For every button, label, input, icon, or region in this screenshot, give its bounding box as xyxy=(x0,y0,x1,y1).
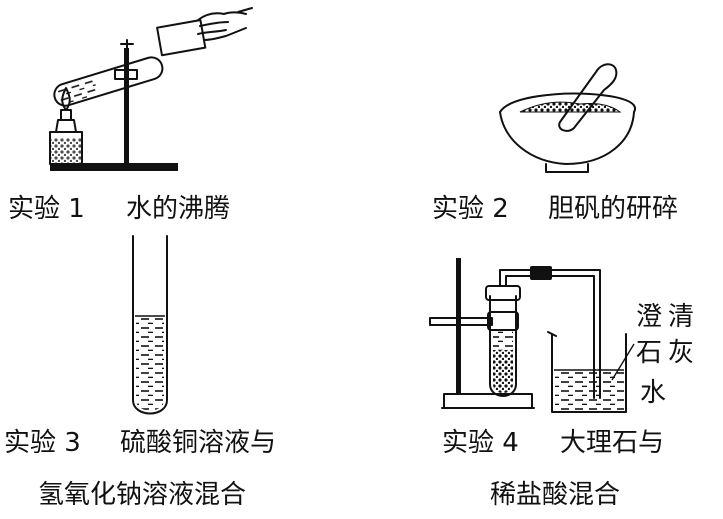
experiment-1-apparatus xyxy=(49,7,253,171)
beaker-label-char: 澄 xyxy=(636,302,663,332)
beaker-label-char: 石 xyxy=(636,338,663,368)
experiment-4-apparatus xyxy=(429,258,635,413)
experiment-4-name-line2: 稀盐酸混合 xyxy=(490,480,621,510)
beaker-label-char: 灰 xyxy=(668,338,695,368)
experiment-4-name: 大理石与 xyxy=(560,428,665,458)
experiment-4-title: 实验 4 xyxy=(442,428,519,458)
beaker-label-char: 水 xyxy=(640,378,667,408)
experiment-1-title: 实验 1 xyxy=(8,194,85,224)
experiment-3-name: 硫酸铜溶液与 xyxy=(120,428,277,458)
beaker-label-char: 清 xyxy=(668,302,695,332)
experiment-2-apparatus xyxy=(499,63,637,173)
experiment-2-name: 胆矾的研碎 xyxy=(548,194,679,224)
experiment-3-apparatus xyxy=(132,235,168,415)
experiment-3-title: 实验 3 xyxy=(4,428,81,458)
experiment-1-name: 水的沸腾 xyxy=(126,194,231,224)
experiment-2-title: 实验 2 xyxy=(432,194,509,224)
experiment-3-name-line2: 氢氧化钠溶液混合 xyxy=(38,480,247,510)
